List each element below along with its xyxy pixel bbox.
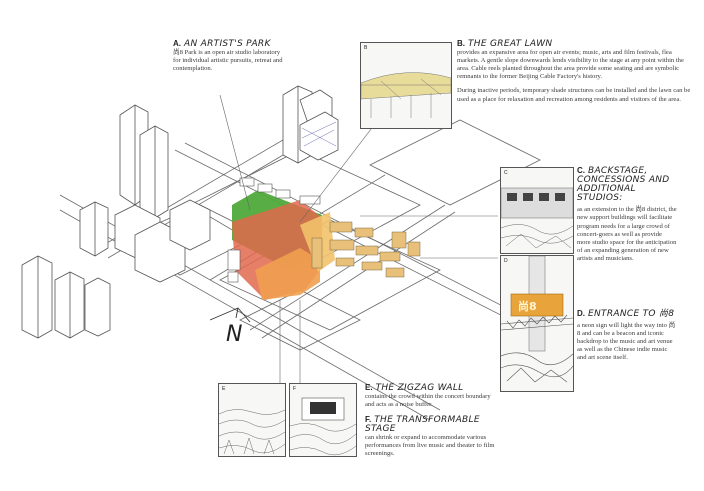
panel-e-sketch: E — [218, 383, 286, 457]
block-e: E.THE ZIGZAG WALL contains the crowd wit… — [365, 383, 495, 409]
cctv-tower — [282, 85, 339, 164]
block-b-letter: B. — [457, 39, 465, 48]
block-b-body-1: provides an expansive area for open air … — [457, 49, 684, 81]
block-d-letter: D. — [577, 309, 585, 318]
block-b-body-2: During inactive periods, temporary shade… — [457, 87, 691, 103]
site-buildings — [311, 221, 421, 278]
block-d-title: ENTRANCE TO 尚8 — [588, 309, 675, 319]
panel-d-sketch: D 尚8 — [500, 255, 574, 392]
block-e-title: THE ZIGZAG WALL — [375, 383, 464, 393]
panel-d-label: D — [504, 258, 508, 264]
panel-c-sketch: C — [500, 167, 574, 254]
tower-group-left — [21, 104, 211, 339]
block-a: A.AN ARTIST'S PARK 尚8 Park is an open ai… — [173, 39, 285, 73]
north-label: N — [226, 322, 243, 347]
leader-lines — [219, 64, 498, 385]
block-a-body: 尚8 Park is an open air studio laboratory… — [173, 49, 283, 73]
block-f-letter: F. — [365, 415, 372, 424]
block-d: D.ENTRANCE TO 尚8 a neon sign will light … — [577, 309, 677, 363]
panel-c-label: C — [504, 170, 508, 176]
block-b-title: THE GREAT LAWN — [468, 39, 553, 49]
block-f: F.THE TRANSFORMABLE STAGE can shrink or … — [365, 415, 500, 458]
panel-b-illustration — [361, 72, 451, 118]
block-b: B.THE GREAT LAWN provides an expansive a… — [457, 39, 692, 104]
block-a-letter: A. — [173, 39, 181, 48]
block-c-title: BACKSTAGE, CONCESSIONS AND ADDITIONAL ST… — [577, 166, 670, 204]
panel-d-illustration — [501, 256, 573, 383]
block-f-body: can shrink or expand to accommodate vari… — [365, 434, 495, 458]
block-e-body: contains the crowd within the concert bo… — [365, 393, 491, 409]
panel-c-illustration — [501, 187, 573, 249]
block-a-title: AN ARTIST'S PARK — [184, 39, 271, 49]
panel-f-sketch: F — [289, 383, 357, 457]
zone-orange — [255, 248, 320, 300]
site-zones — [232, 190, 335, 300]
panel-e-illustration — [219, 409, 285, 455]
panel-f-illustration — [290, 397, 356, 456]
panel-b-label: B — [364, 45, 368, 51]
panel-e-label: E — [222, 386, 226, 392]
panel-f-label: F — [293, 386, 297, 392]
block-c-body: as an extension to the 尚8 district, the … — [577, 206, 677, 262]
north-arrow — [209, 307, 251, 323]
block-f-title: THE TRANSFORMABLE STAGE — [365, 415, 480, 435]
panel-b-sketch: B — [360, 42, 452, 129]
neon-sign-text: 尚8 — [518, 300, 537, 313]
block-d-body: a neon sign will light the way into 尚8 a… — [577, 322, 676, 362]
block-c: C.BACKSTAGE, CONCESSIONS AND ADDITIONAL … — [577, 166, 677, 263]
block-e-letter: E. — [365, 383, 373, 392]
block-c-letter: C. — [577, 166, 585, 175]
